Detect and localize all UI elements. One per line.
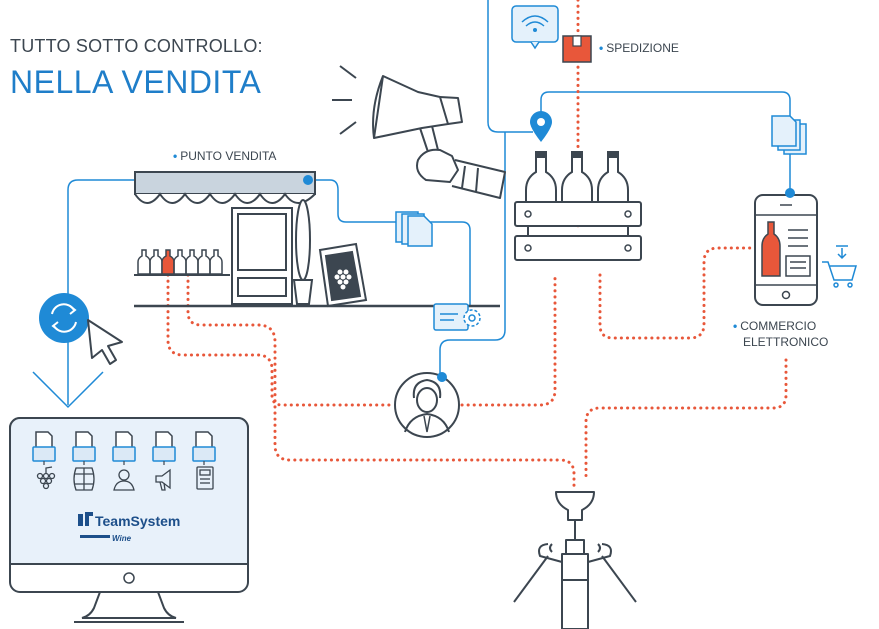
grapes-icon [36, 466, 56, 490]
store-sync-line [67, 179, 308, 296]
crate-bottles [525, 151, 629, 207]
bullet-mark: • [599, 41, 604, 55]
document-transfer-icon [395, 211, 433, 247]
elettronico-text: ELETTRONICO [743, 335, 829, 349]
customer-avatar-icon [394, 372, 460, 438]
diagram-subtitle: TUTTO SOTTO CONTROLLO: [10, 36, 263, 56]
ecommerce-link-line [540, 91, 791, 190]
wifi-icon [511, 5, 559, 50]
down-arrow-head [32, 371, 104, 409]
calculator-icon [196, 466, 214, 490]
shipping-box-icon [562, 35, 592, 63]
spedizione-text: SPEDIZIONE [606, 41, 679, 55]
desktop-monitor [9, 417, 249, 623]
store-icon [134, 171, 500, 308]
crate-phone-dotted-line [598, 246, 759, 340]
megaphone-icon [155, 468, 171, 491]
settings-gear-icon [433, 303, 481, 331]
label-punto-vendita: •PUNTO VENDITA [173, 148, 276, 164]
blue-data-flow-lines [32, 0, 791, 409]
software-modules [32, 431, 216, 538]
label-spedizione: •SPEDIZIONE [599, 40, 679, 56]
label-commercio-elettronico: •COMMERCIO ELETTRONICO [733, 318, 828, 350]
corkscrew-icon [513, 491, 637, 629]
store-bottle-shelf [137, 249, 223, 275]
sync-icon [39, 293, 89, 343]
orange-product-flow-lines [166, 0, 788, 492]
store-customer-dotted-line [166, 273, 394, 407]
store-document-line [308, 179, 471, 305]
bullet-mark: • [173, 149, 178, 163]
cursor-icon [87, 319, 123, 365]
customer-connection-dot [437, 372, 447, 382]
documents-icon [771, 115, 807, 155]
product-name: Wine [112, 534, 132, 543]
bullet-mark: • [733, 319, 738, 333]
top-link-line [487, 0, 533, 133]
teamsystem-logo-icon [78, 512, 93, 526]
megaphone-hand-icon [332, 65, 506, 199]
phone-connection-dot [785, 188, 795, 198]
brand-underline [80, 535, 110, 538]
store-connection-dot [303, 175, 313, 185]
smartphone-icon [754, 194, 818, 306]
store-corkscrew-dotted-line [186, 273, 576, 492]
diagram-title: NELLA VENDITA [10, 64, 262, 100]
brand-name: TeamSystem [95, 513, 181, 529]
location-pin-icon [530, 111, 552, 142]
commercio-text: COMMERCIO [740, 319, 817, 333]
wine-crate-icon [514, 151, 642, 261]
user-icon [113, 469, 135, 491]
barrel-icon [73, 467, 95, 491]
punto-vendita-text: PUNTO VENDITA [180, 149, 277, 163]
customer-crate-dotted-line [460, 273, 557, 407]
phone-corkscrew-dotted-line [584, 358, 788, 482]
shopping-cart-icon [822, 245, 857, 288]
customer-link-line [439, 132, 506, 377]
